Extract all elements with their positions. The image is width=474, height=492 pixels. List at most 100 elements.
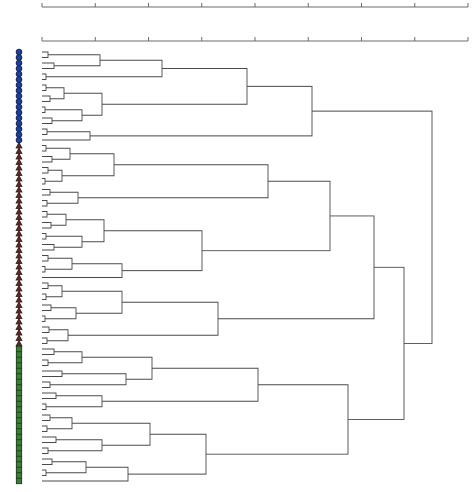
dendrogram-branch xyxy=(42,466,129,482)
dendrogram-branch xyxy=(46,395,103,408)
dendrogram-branch xyxy=(42,73,47,80)
circle-marker xyxy=(15,59,23,67)
dendrogram-branch xyxy=(42,62,55,69)
dendrogram-branch xyxy=(48,54,101,67)
sample-marker-column xyxy=(15,48,23,485)
dendrogram-branch xyxy=(42,447,49,454)
square-marker xyxy=(15,477,23,485)
square-marker xyxy=(15,378,23,386)
circle-marker xyxy=(15,114,23,122)
circle-marker xyxy=(15,120,23,127)
dendrogram-branch xyxy=(42,326,50,333)
top-scale-axis xyxy=(41,3,469,8)
dendrogram-branch xyxy=(42,436,57,443)
dendrogram-branch xyxy=(42,131,91,141)
square-marker xyxy=(15,411,23,419)
square-marker xyxy=(15,422,23,430)
square-marker xyxy=(15,395,23,402)
square-marker xyxy=(15,472,23,479)
dendrogram-branch xyxy=(42,403,47,410)
circle-marker xyxy=(15,70,23,78)
square-marker xyxy=(15,428,23,435)
dendrogram-branch xyxy=(47,329,69,342)
dendrogram-branch xyxy=(68,301,219,336)
dendrogram-branch xyxy=(42,255,49,262)
dendrogram-branch xyxy=(42,392,57,399)
dendrogram-branch xyxy=(42,145,47,152)
dendrogram-branch xyxy=(46,87,65,100)
square-marker xyxy=(15,384,23,391)
dendrogram-branch xyxy=(42,381,51,388)
circle-marker xyxy=(15,125,23,133)
circle-marker xyxy=(15,131,23,138)
dendrogram-branch xyxy=(202,180,331,252)
dendrogram-branch xyxy=(42,315,46,322)
dendrogram-branch xyxy=(46,59,163,78)
dendrogram-branch xyxy=(46,235,83,248)
square-marker xyxy=(15,400,23,408)
circle-marker xyxy=(15,87,23,94)
square-marker xyxy=(15,450,23,457)
dendrogram-branch xyxy=(90,85,313,137)
dendrogram-branch xyxy=(47,191,79,204)
dendrogram-branch xyxy=(42,370,63,377)
dendrogram-branch xyxy=(46,147,71,160)
circle-marker xyxy=(15,65,23,72)
dendrogram-branch xyxy=(48,351,83,364)
dendrogram-branch xyxy=(82,356,153,380)
dendrogram-branch xyxy=(47,417,73,430)
square-marker xyxy=(15,461,23,468)
dendrogram-branch xyxy=(62,290,123,314)
square-marker xyxy=(15,433,23,441)
dendrogram-branch xyxy=(64,92,103,116)
square-marker xyxy=(15,345,23,353)
square-marker xyxy=(15,444,23,452)
dendrogram-branch xyxy=(218,215,375,320)
dendrogram-branch xyxy=(45,257,73,270)
dendrogram-branch xyxy=(42,189,51,196)
circle-marker xyxy=(15,81,23,89)
dendrogram-branch xyxy=(42,458,53,465)
second-scale-axis xyxy=(41,37,469,42)
circle-marker xyxy=(15,103,23,111)
dendrogram-branch xyxy=(42,282,49,289)
dendrogram-branch xyxy=(78,164,269,199)
dendrogram-branch xyxy=(42,263,123,278)
square-marker xyxy=(15,439,23,446)
dendrogram-branch xyxy=(42,211,48,218)
dendrogram-branch xyxy=(72,422,151,446)
square-marker xyxy=(15,466,23,474)
square-marker xyxy=(15,351,23,358)
dendrogram-branch xyxy=(42,84,47,91)
square-marker xyxy=(15,417,23,424)
dendrogram-branch xyxy=(42,293,47,300)
dendrogram-branch xyxy=(45,109,83,122)
dendrogram-branch xyxy=(42,128,48,135)
dendrogram-tree xyxy=(42,51,433,482)
square-marker xyxy=(15,455,23,463)
dendrogram-branch xyxy=(42,414,51,421)
dendrogram-branch xyxy=(47,213,67,226)
dendrogram-branch xyxy=(42,469,47,476)
dendrogram-branch xyxy=(42,106,46,113)
circle-marker xyxy=(15,92,23,100)
dendrogram-branch xyxy=(42,156,53,163)
dendrogram-branch xyxy=(42,233,47,240)
square-marker xyxy=(15,367,23,375)
circle-marker xyxy=(15,54,23,61)
dendrogram-branch xyxy=(42,244,55,251)
dendrogram-branch xyxy=(102,68,248,105)
dendrogram-branch xyxy=(348,266,405,420)
circle-marker xyxy=(15,76,23,83)
dendrogram-branch xyxy=(42,200,48,207)
dendrogram-branch xyxy=(45,307,77,320)
dendrogram-branch xyxy=(42,178,46,185)
circle-marker xyxy=(15,109,23,116)
square-marker xyxy=(15,362,23,369)
dendrogram-branch xyxy=(42,51,49,58)
dendrogram-branch xyxy=(42,266,46,273)
dendrogram-branch xyxy=(50,373,127,386)
square-marker xyxy=(15,389,23,397)
